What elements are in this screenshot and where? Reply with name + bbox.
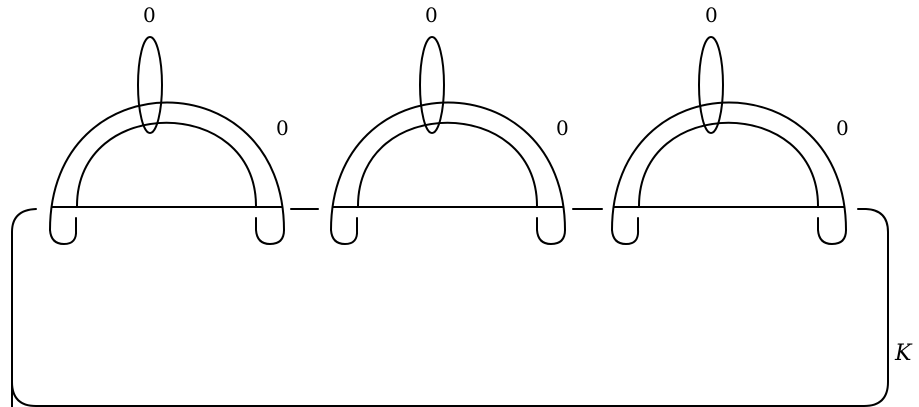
band-framing-label-2: 0 — [556, 116, 569, 140]
handle-1 — [49, 36, 285, 245]
handle-3 — [611, 36, 847, 245]
meridian-framing-label-3: 0 — [705, 3, 718, 27]
band-framing-label-1: 0 — [276, 116, 289, 140]
handle-2 — [330, 36, 566, 245]
meridian-circle-3 — [698, 36, 724, 134]
band-framing-label-3: 0 — [836, 116, 849, 140]
outer-loop-k — [11, 208, 889, 407]
knot-label-k: K — [894, 341, 913, 366]
meridian-framing-label-1: 0 — [143, 3, 156, 27]
meridian-circle-2 — [419, 36, 445, 134]
meridian-framing-label-2: 0 — [425, 3, 438, 27]
meridian-circle-1 — [137, 36, 163, 134]
